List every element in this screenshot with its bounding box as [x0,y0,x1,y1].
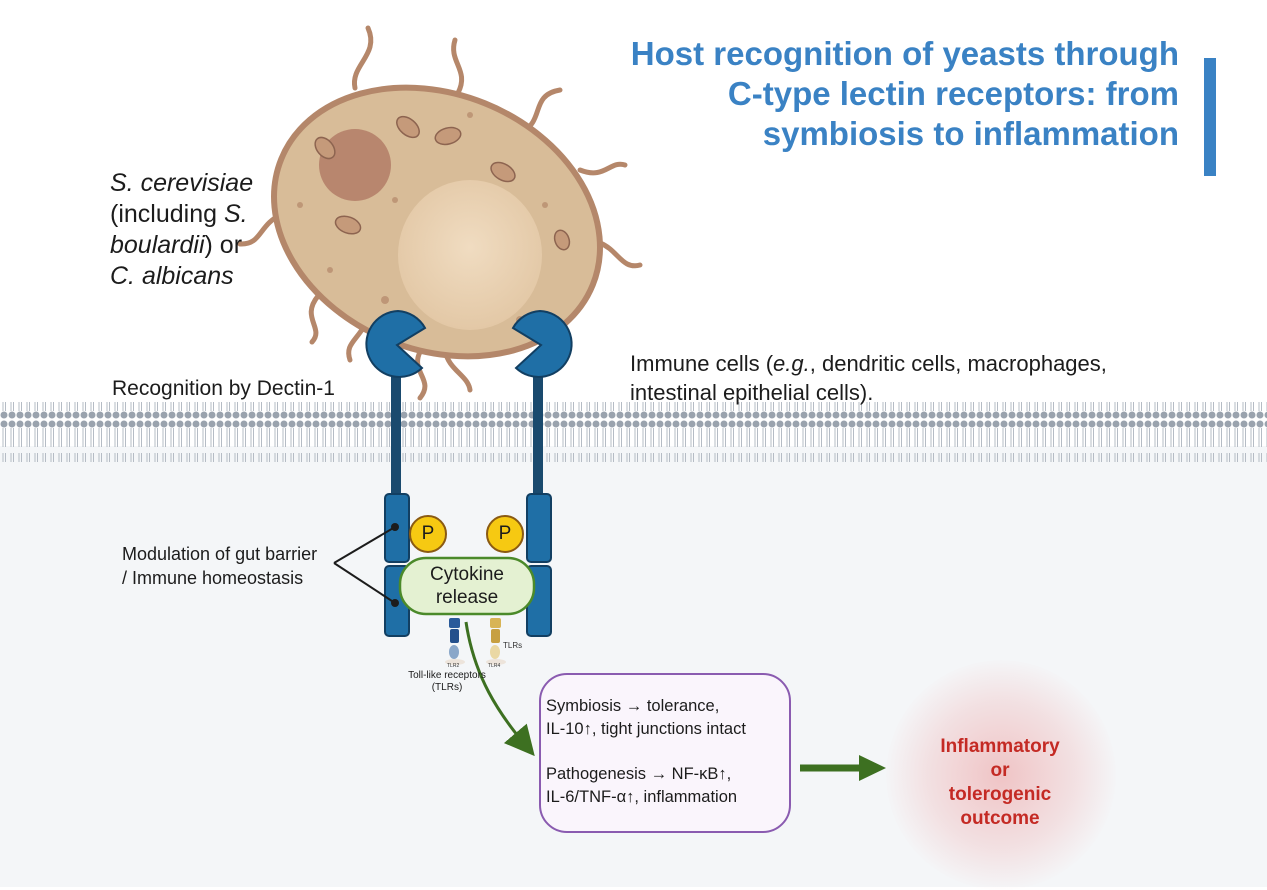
dectin-1-receptor-right [511,309,573,637]
phosphorylation-right-circle [486,515,524,553]
pointer-dot-upper [391,523,399,531]
yeast-species-label: S. cerevisiae (including S. boulardii) o… [110,168,310,292]
yeast-cell [271,84,603,360]
immune-cells-label: Immune cells (e.g., dendritic cells, mac… [630,349,1170,407]
final-line4: outcome [960,808,1040,829]
yeast-vacuole [319,129,391,201]
immune-label-suffix: , dendritic cells, macrophages, intestin… [630,351,1107,405]
cytokine-release-label: Cytokine release [400,558,534,614]
symbiosis-line1: Symbiosis → tolerance, [546,697,720,715]
cell-membrane [0,402,1267,462]
symbiosis-line2: IL-10↑, tight junctions intact [546,720,746,738]
cytokine-line1: Cytokine [430,564,504,585]
yeast-label-line4: C. albicans [110,262,234,290]
outcome-pathways-box: Symbiosis → tolerance, IL-10↑, tight jun… [539,673,791,833]
outcome-glow [886,660,1116,890]
phosphorylation-left-circle [409,515,447,553]
mitochondria-icons [314,115,571,251]
pathogenesis-line1: Pathogenesis → NF-κB↑, [546,765,732,783]
yeast-label-line2-prefix: (including [110,200,224,228]
cytokine-line2: release [435,587,499,608]
title-accent-bar [1204,58,1216,176]
tlr-caption: Toll-like receptors (TLRs) [404,670,490,694]
yeast-nucleus [398,180,542,330]
yeast-label-line3-suffix: ) or [204,231,243,259]
final-line3: tolerogenic [948,784,1052,805]
tlr2-icon [445,618,465,665]
yeast-label-line3-italic: boulardii [110,231,205,259]
dectin-recognition-label: Recognition by Dectin-1 [112,377,335,400]
modulation-connector-lines [333,526,396,604]
yeast-label-line1: S. cerevisiae [110,169,254,197]
modulation-line2: / Immune homeostasis [122,568,304,588]
tlr-caption-line1: Toll-like receptors [408,670,486,681]
pathogenesis-text: Pathogenesis → NF-κB↑, IL-6/TNF-α↑, infl… [546,763,785,809]
yeast-label-line2-italic: S. [223,200,248,228]
immune-label-prefix: Immune cells ( [630,351,774,376]
tlr2-small-label: TLR2 [447,663,460,669]
signal-curved-arrow [464,621,535,757]
final-outcome-label: Inflammatory or tolerogenic outcome [900,735,1100,831]
final-line1: Inflammatory [940,736,1060,757]
outcome-arrow-head [859,755,886,781]
modulation-line1: Modulation of gut barrier [122,544,318,564]
phosphorylation-right-label: P [498,523,512,544]
tlr4-icon [486,618,506,665]
pointer-dot-lower [391,599,399,607]
final-line2: or [990,760,1010,781]
tlrs-small-label: TLRs [503,641,523,650]
phosphorylation-left-label: P [421,523,435,544]
immune-label-italic: e.g. [773,351,810,376]
diagram-title: Host recognition of yeasts through C-typ… [630,35,1179,152]
tlr4-small-label: TLR4 [488,663,501,669]
symbiosis-text: Symbiosis → tolerance, IL-10↑, tight jun… [546,695,785,741]
cytokine-release-pill [398,556,536,616]
modulation-label: Modulation of gut barrier / Immune homeo… [122,542,372,590]
tlr-caption-line2: (TLRs) [431,682,463,693]
pathogenesis-line2: IL-6/TNF-α↑, inflammation [546,788,738,806]
